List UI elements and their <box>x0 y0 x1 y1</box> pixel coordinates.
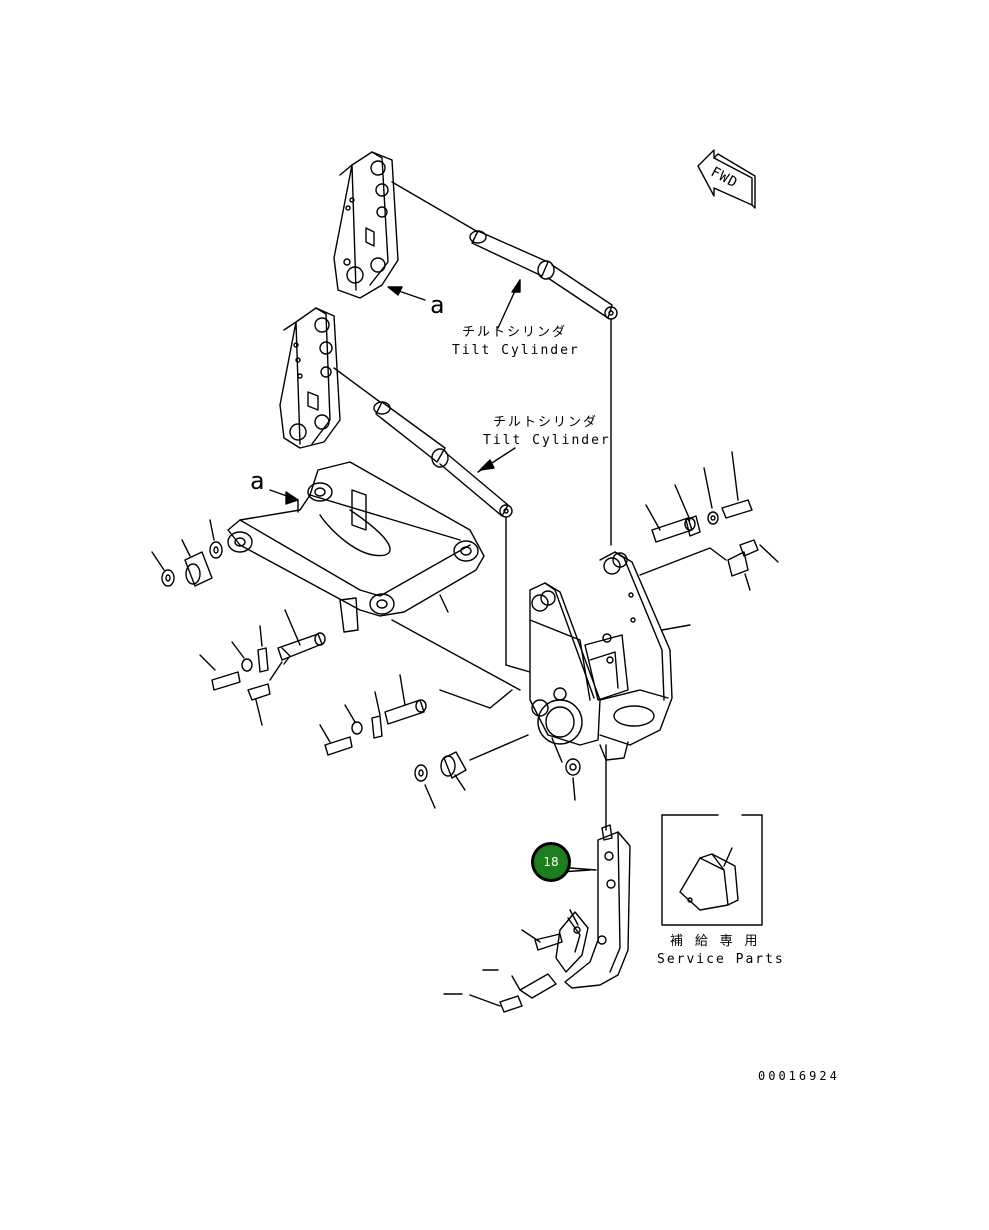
tilt-cylinder-upper-jp: チルトシリンダ <box>462 325 568 340</box>
lower-pin-set <box>319 674 581 809</box>
tilt-cylinder-lower-jp: チルトシリンダ <box>493 415 599 430</box>
hotspot-leader <box>569 867 597 871</box>
part-hotspot-18[interactable]: 18 <box>531 842 571 882</box>
leader-arrow <box>479 459 495 471</box>
upper-tilt-cylinder <box>391 181 618 546</box>
service-parts-jp: 補 給 専 用 <box>670 934 760 949</box>
mainframe-bracket <box>391 551 691 763</box>
lower-bracket-plate <box>279 307 341 449</box>
lift-link-frame <box>227 461 485 633</box>
service-parts-inset <box>661 814 763 926</box>
drawing-number: 00016924 <box>758 1069 840 1083</box>
leader-arrow <box>511 279 521 293</box>
view-marker-upper: a <box>430 291 447 319</box>
right-hardware <box>639 451 779 591</box>
fwd-arrow-outline <box>697 149 756 209</box>
upper-bracket-plate <box>333 151 399 299</box>
left-bushing-set <box>151 519 223 587</box>
ripper-shank <box>443 744 631 1013</box>
view-marker-lower: a <box>250 467 267 495</box>
part-hotspot-number: 18 <box>543 855 559 869</box>
lower-tilt-cylinder <box>333 367 531 673</box>
service-parts-en: Service Parts <box>657 952 785 967</box>
tilt-cylinder-upper-en: Tilt Cylinder <box>452 343 580 358</box>
tilt-cylinder-lower-en: Tilt Cylinder <box>483 433 611 448</box>
left-pin-set <box>199 609 326 726</box>
